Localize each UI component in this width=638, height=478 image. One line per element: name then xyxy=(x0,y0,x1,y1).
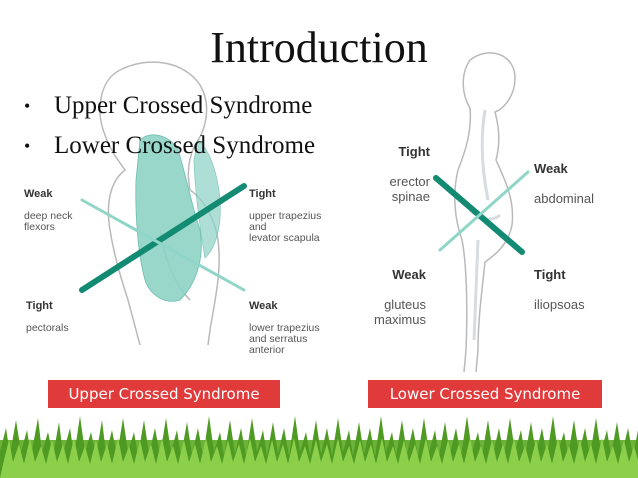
label-text: lower trapezius and serratus anterior xyxy=(249,322,320,356)
label-heading: Tight xyxy=(534,267,566,282)
label-text: abdominal xyxy=(534,191,594,206)
label-text: upper trapezius and levator scapula xyxy=(249,210,322,244)
label-heading: Weak xyxy=(534,161,568,176)
label-heading: Weak xyxy=(392,267,426,282)
lower-body-figure xyxy=(454,52,516,373)
label-text: deep neck flexors xyxy=(24,210,73,233)
slide-title: Introduction xyxy=(210,23,428,72)
upper-weak-bottom-label: Weak lower trapezius and serratus anteri… xyxy=(249,290,320,356)
upper-light-cross-line xyxy=(80,198,246,292)
lower-tight-top-label: Tight erector spinae xyxy=(372,129,430,204)
bullet-list: • Upper Crossed Syndrome • Lower Crossed S… xyxy=(24,86,315,166)
bullet-text: Upper Crossed Syndrome xyxy=(54,92,313,119)
lower-weak-bottom-label: Weak gluteus maximus xyxy=(362,252,426,327)
label-heading: Weak xyxy=(249,300,278,312)
lower-body-skeleton xyxy=(468,109,501,341)
label-heading: Weak xyxy=(24,188,53,200)
label-text: erector spinae xyxy=(389,174,430,204)
bullet-marker: • xyxy=(24,136,31,156)
bullet-text: Lower Crossed Syndrome xyxy=(54,132,316,159)
lower-tight-bottom-label: Tight iliopsoas xyxy=(534,252,585,312)
upper-tight-bottom-label: Tight pectorals xyxy=(26,290,69,334)
label-heading: Tight xyxy=(249,188,276,200)
upper-tight-top-label: Tight upper trapezius and levator scapul… xyxy=(249,178,321,244)
upper-weak-top-label: Weak deep neck flexors xyxy=(24,178,72,233)
label-text: gluteus maximus xyxy=(373,297,426,327)
bullet-item: • Upper Crossed Syndrome xyxy=(24,86,315,126)
label-heading: Tight xyxy=(398,144,430,159)
bullet-item: • Lower Crossed Syndrome xyxy=(24,126,315,166)
upper-dark-cross-line xyxy=(79,183,247,293)
label-text: pectorals xyxy=(26,322,69,334)
lower-light-cross-line xyxy=(438,170,530,252)
upper-crossed-banner: Upper Crossed Syndrome xyxy=(48,380,280,408)
bullet-marker: • xyxy=(24,96,31,116)
lower-weak-top-label: Weak abdominal xyxy=(534,146,594,206)
label-text: iliopsoas xyxy=(534,297,585,312)
upper-body-muscles xyxy=(135,134,221,302)
lower-crossed-banner: Lower Crossed Syndrome xyxy=(368,380,602,408)
label-heading: Tight xyxy=(26,300,53,312)
grass-strip xyxy=(0,416,638,478)
